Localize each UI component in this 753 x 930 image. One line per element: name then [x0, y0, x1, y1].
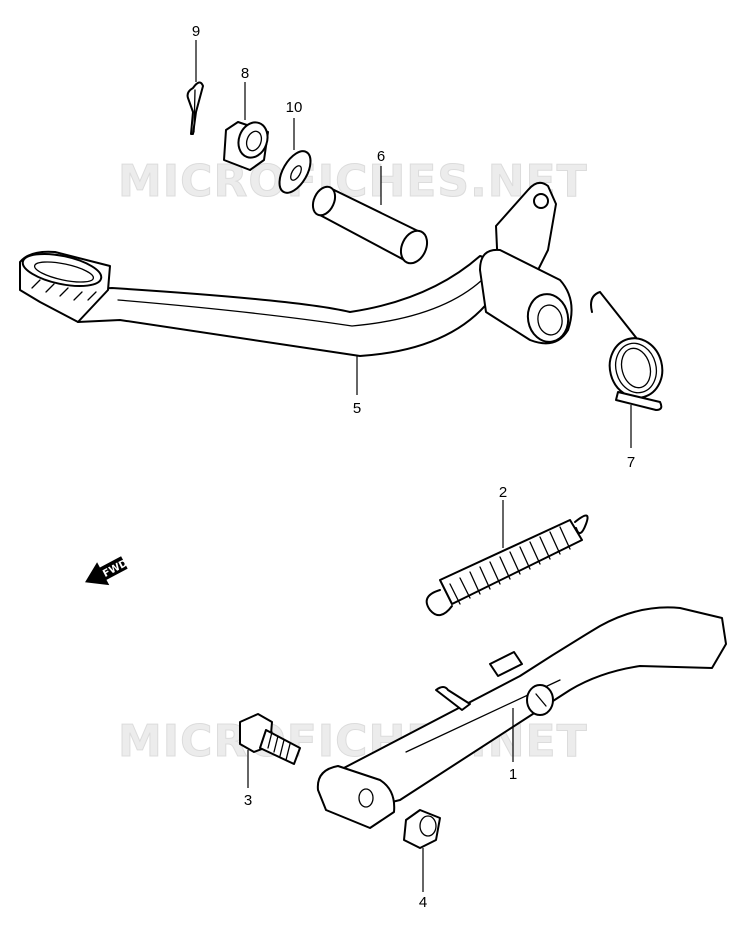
watermark-top: MICROFICHES.NET	[118, 156, 588, 207]
label-part-4: 4	[419, 894, 427, 911]
cotter-pin	[186, 81, 204, 135]
pivot-sleeve	[311, 185, 429, 265]
label-part-8: 8	[241, 65, 249, 82]
forward-arrow-icon: FWD	[85, 556, 130, 586]
label-part-10: 10	[286, 99, 303, 116]
label-part-5: 5	[353, 400, 361, 417]
extension-spring	[425, 514, 589, 617]
side-stand	[316, 606, 727, 829]
torsion-spring	[590, 290, 664, 411]
label-part-7: 7	[627, 454, 635, 471]
leader-lines	[195, 40, 632, 892]
label-part-1: 1	[509, 766, 517, 783]
bolt	[239, 713, 301, 765]
label-part-2: 2	[499, 484, 507, 501]
washer	[278, 150, 312, 194]
part-labels: 9 8 10 6 5 7 2 1 3 4	[192, 23, 635, 911]
label-part-6: 6	[377, 148, 385, 165]
label-part-3: 3	[244, 792, 252, 809]
label-part-9: 9	[192, 23, 200, 40]
collar-nut	[223, 121, 269, 171]
nut	[403, 809, 441, 849]
brake-pedal	[19, 181, 573, 357]
